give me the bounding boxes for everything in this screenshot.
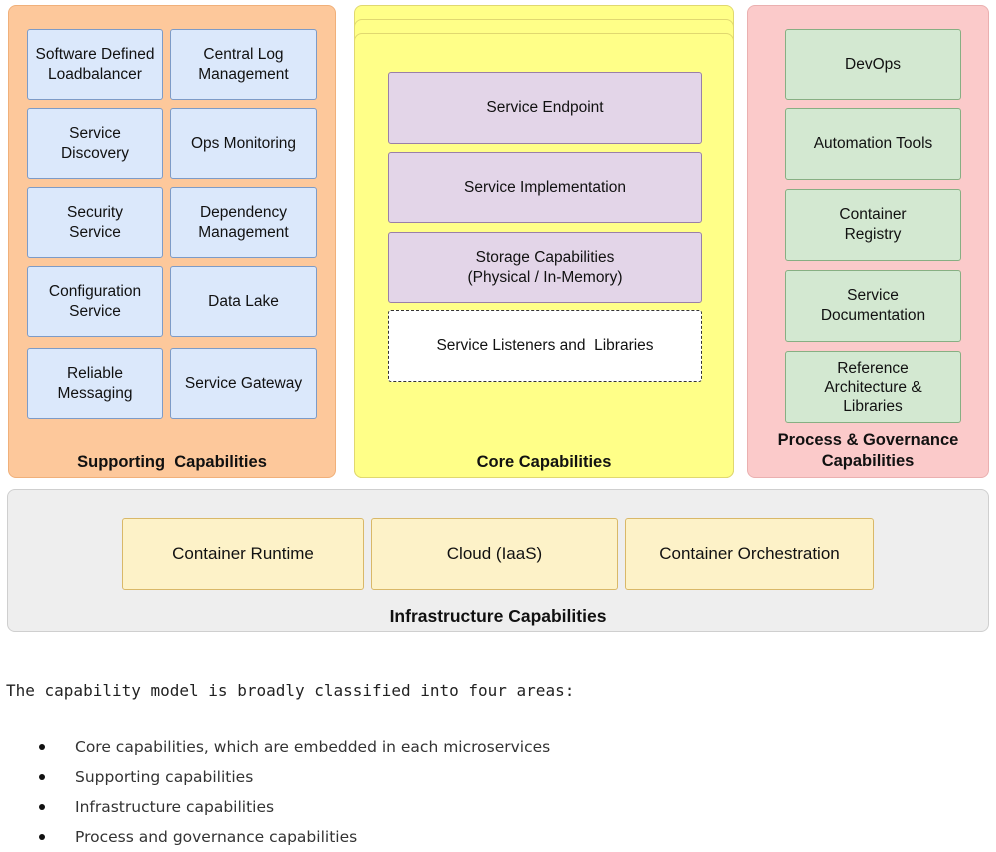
supporting-item: Ops Monitoring [170, 108, 317, 179]
infra-item-container-runtime: Container Runtime [122, 518, 364, 590]
supporting-item: Service Gateway [170, 348, 317, 419]
process-item-service-documentation: Service Documentation [785, 270, 961, 342]
supporting-item: Service Discovery [27, 108, 163, 179]
core-item-service-endpoint: Service Endpoint [388, 72, 702, 144]
supporting-item: Security Service [27, 187, 163, 258]
process-governance-title: Process & Governance Capabilities [777, 431, 959, 470]
core-item-service-implementation: Service Implementation [388, 152, 702, 223]
intro-paragraph: The capability model is broadly classifi… [6, 681, 575, 700]
process-item-devops: DevOps [785, 29, 961, 100]
list-item: Process and governance capabilities [38, 822, 938, 852]
capability-areas-list: Core capabilities, which are embedded in… [38, 732, 938, 852]
supporting-item: Software Defined Loadbalancer [27, 29, 163, 100]
process-item-automation-tools: Automation Tools [785, 108, 961, 180]
list-item: Infrastructure capabilities [38, 792, 938, 822]
core-item-service-listeners: Service Listeners and Libraries [388, 310, 702, 382]
supporting-item: Central Log Management [170, 29, 317, 100]
supporting-item: Reliable Messaging [27, 348, 163, 419]
list-item: Core capabilities, which are embedded in… [38, 732, 938, 762]
infra-item-cloud-iaas: Cloud (IaaS) [371, 518, 618, 590]
core-capabilities-title: Core Capabilities [476, 453, 612, 471]
infrastructure-title: Infrastructure Capabilities [389, 606, 607, 626]
process-item-container-registry: Container Registry [785, 189, 961, 261]
supporting-item: Dependency Management [170, 187, 317, 258]
core-item-storage-capabilities: Storage Capabilities (Physical / In-Memo… [388, 232, 702, 303]
supporting-item: Configuration Service [27, 266, 163, 337]
process-item-reference-architecture: Reference Architecture & Libraries [785, 351, 961, 423]
supporting-capabilities-title: Supporting Capabilities [77, 453, 267, 471]
supporting-item: Data Lake [170, 266, 317, 337]
list-item: Supporting capabilities [38, 762, 938, 792]
infra-item-container-orchestration: Container Orchestration [625, 518, 874, 590]
